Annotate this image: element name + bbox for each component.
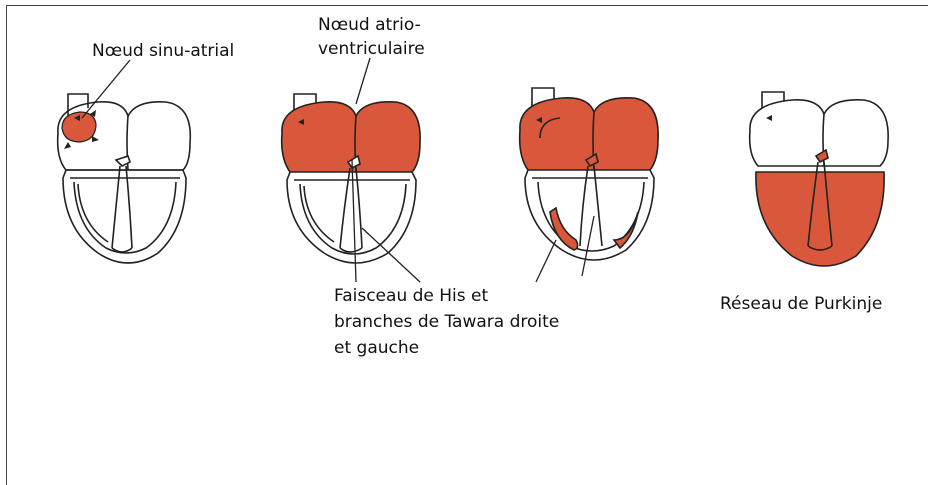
label-his-line1: Faisceau de His et [334, 285, 488, 307]
label-his-line3: et gauche [334, 337, 419, 359]
label-purkinje: Réseau de Purkinje [720, 293, 882, 315]
label-av-node-line2: ventriculaire [318, 38, 425, 60]
label-sa-node: Nœud sinu-atrial [92, 40, 234, 62]
label-his-line2: branches de Tawara droite [334, 311, 559, 333]
label-av-node-line1: Nœud atrio- [318, 14, 421, 36]
